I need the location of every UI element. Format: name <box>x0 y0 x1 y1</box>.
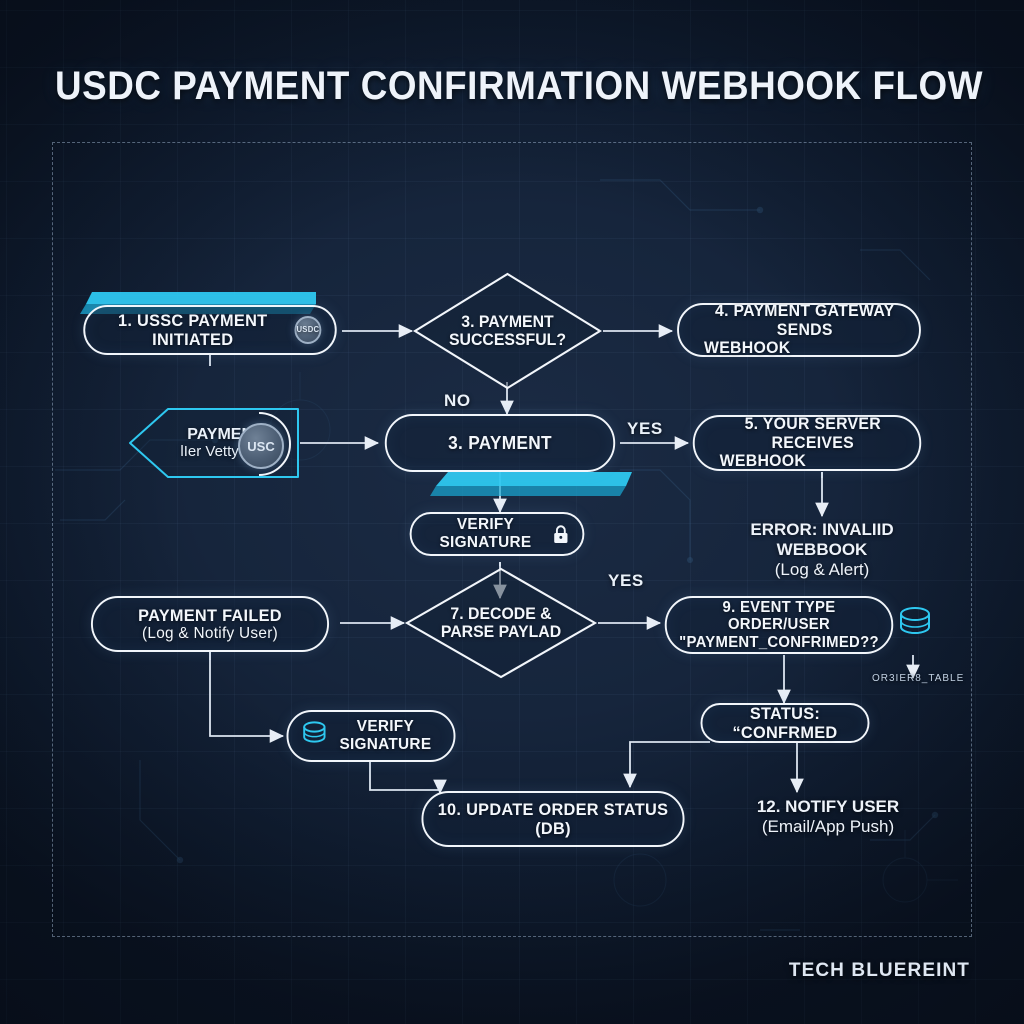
node-line-1: 5. YOUR SERVER RECEIVES <box>744 415 881 452</box>
node-line-2: WEBHOOK <box>719 452 807 471</box>
decision-decode-parse-payload[interactable]: 7. DECODE & PARSE PAYLAD <box>404 566 598 680</box>
node-payment-failed[interactable]: PAYMENT FAILED (Log & Notify User) <box>90 596 330 652</box>
node-label: VERIFY SIGNATURE <box>439 516 532 551</box>
node-line-1: PAYMENT FAILED <box>138 605 282 625</box>
node-line-1: 4. PAYMENT GATEWAY SENDS <box>715 302 895 339</box>
lock-icon <box>554 524 568 543</box>
node-payment-gateway-sends-webhook[interactable]: 4. PAYMENT GATEWAY SENDS WEBHOOK <box>677 302 921 358</box>
node-line-2: (DB) <box>535 819 571 838</box>
error-invalid-webhook-note: ERROR: INVALIID WEBBOOK (Log & Alert) <box>706 520 938 580</box>
node-label: 3. PAYMENT <box>448 432 552 453</box>
node-payment[interactable]: 3. PAYMENT <box>384 414 616 472</box>
node-line-2: WEBHOOK <box>703 339 791 358</box>
edge-label-no: NO <box>444 391 471 410</box>
node-label: 1. USSC PAYMENT INITIATED <box>118 310 268 349</box>
notify-line-2: (Email/App Push) <box>761 817 895 837</box>
node-status-confirmed[interactable]: STATUS: “CONFRMED <box>700 703 870 743</box>
node-line-1: 9. EVENT TYPE ORDER/USER <box>722 598 836 634</box>
error-line-2: (Log & Alert) <box>774 560 870 580</box>
decision-line-2: PARSE PAYLAD <box>440 623 562 641</box>
decision-line-1: 3. PAYMENT <box>461 312 554 331</box>
orders-table-caption: OR3IER8_TABLE <box>872 673 965 684</box>
footer-label: TECH BLUEREINT <box>788 960 970 981</box>
database-icon <box>303 721 326 743</box>
database-icon <box>900 607 930 634</box>
node-label: VERIFY SIGNATURE <box>339 718 432 753</box>
decision-payment-successful[interactable]: 3. PAYMENT SUCCESSFUL? <box>412 271 603 391</box>
coin-ring-arc <box>258 412 291 476</box>
decision-line-1: 7. DECODE & <box>450 604 552 623</box>
page-title: USDC PAYMENT CONFIRMATION WEBHOOK FLOW <box>55 64 983 108</box>
error-line-1: ERROR: INVALIID WEBBOOK <box>750 520 894 560</box>
node-verify-signature-bottom[interactable]: VERIFY SIGNATURE <box>286 710 456 762</box>
accent-slab-center <box>430 472 632 496</box>
node-label: STATUS: “CONFRMED <box>732 703 838 742</box>
edge-label-yes-decode: YES <box>608 571 644 590</box>
usc-coin-icon: USC <box>238 423 284 469</box>
node-line-2: "PAYMENT_CONFRIMED?? <box>679 633 879 651</box>
node-payment-chevron[interactable]: PAYMENT lIer Vetty Use USC <box>128 406 300 480</box>
decision-line-2: SUCCESSFUL? <box>448 331 567 349</box>
node-server-receives-webhook[interactable]: 5. YOUR SERVER RECEIVES WEBHOOK <box>692 415 922 471</box>
edge-label-yes-top: YES <box>627 419 663 438</box>
node-update-order-status[interactable]: 10. UPDATE ORDER STATUS (DB) <box>421 791 685 847</box>
notify-line-1: 12. NOTIFY USER <box>756 797 900 816</box>
node-usdc-payment-initiated[interactable]: 1. USSC PAYMENT INITIATED USDC <box>83 305 337 355</box>
node-line-2: (Log & Notify User) <box>141 624 279 642</box>
node-event-type-check[interactable]: 9. EVENT TYPE ORDER/USER "PAYMENT_CONFRI… <box>664 596 894 654</box>
node-notify-user[interactable]: 12. NOTIFY USER (Email/App Push) <box>718 797 938 837</box>
usdc-coin-icon: USDC <box>294 316 322 344</box>
node-verify-signature-top[interactable]: VERIFY SIGNATURE <box>409 512 585 556</box>
node-line-1: 10. UPDATE ORDER STATUS <box>437 799 669 819</box>
